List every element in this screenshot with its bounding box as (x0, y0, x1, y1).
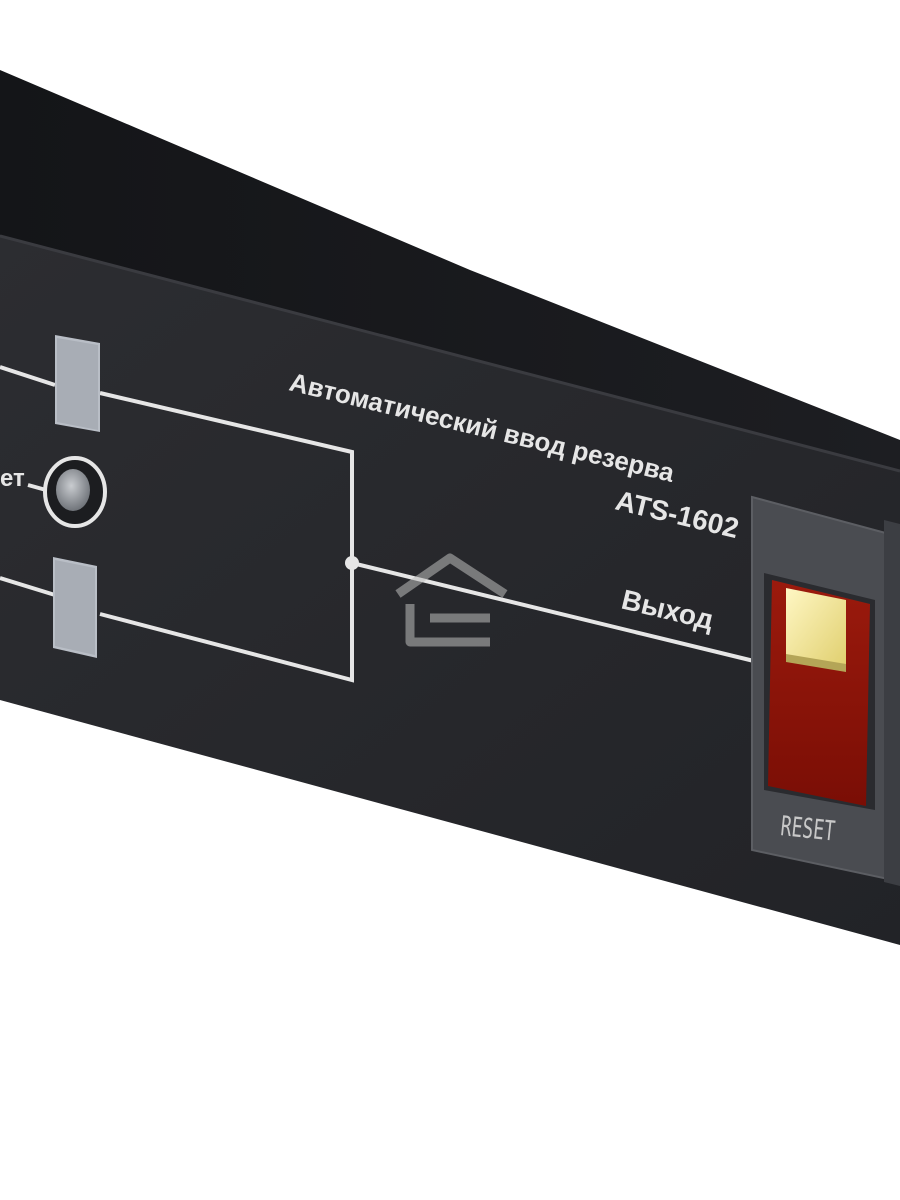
reset-label: RESET (779, 810, 836, 847)
circuit-junction-dot (345, 556, 359, 570)
device-top-face (0, 0, 900, 440)
priority-label: ет (0, 465, 25, 492)
reset-lamp-shade (786, 654, 846, 672)
device-top-surface (0, 70, 900, 470)
priority-button[interactable] (43, 456, 107, 528)
input-indicator-top (55, 335, 100, 432)
house-logo-icon (395, 553, 508, 647)
reset-breaker[interactable]: RESET (751, 495, 894, 882)
reset-lamp[interactable] (786, 588, 846, 668)
device-right-edge (884, 520, 900, 886)
panel-top-edge (0, 234, 900, 473)
input-indicator-bottom (53, 557, 97, 658)
